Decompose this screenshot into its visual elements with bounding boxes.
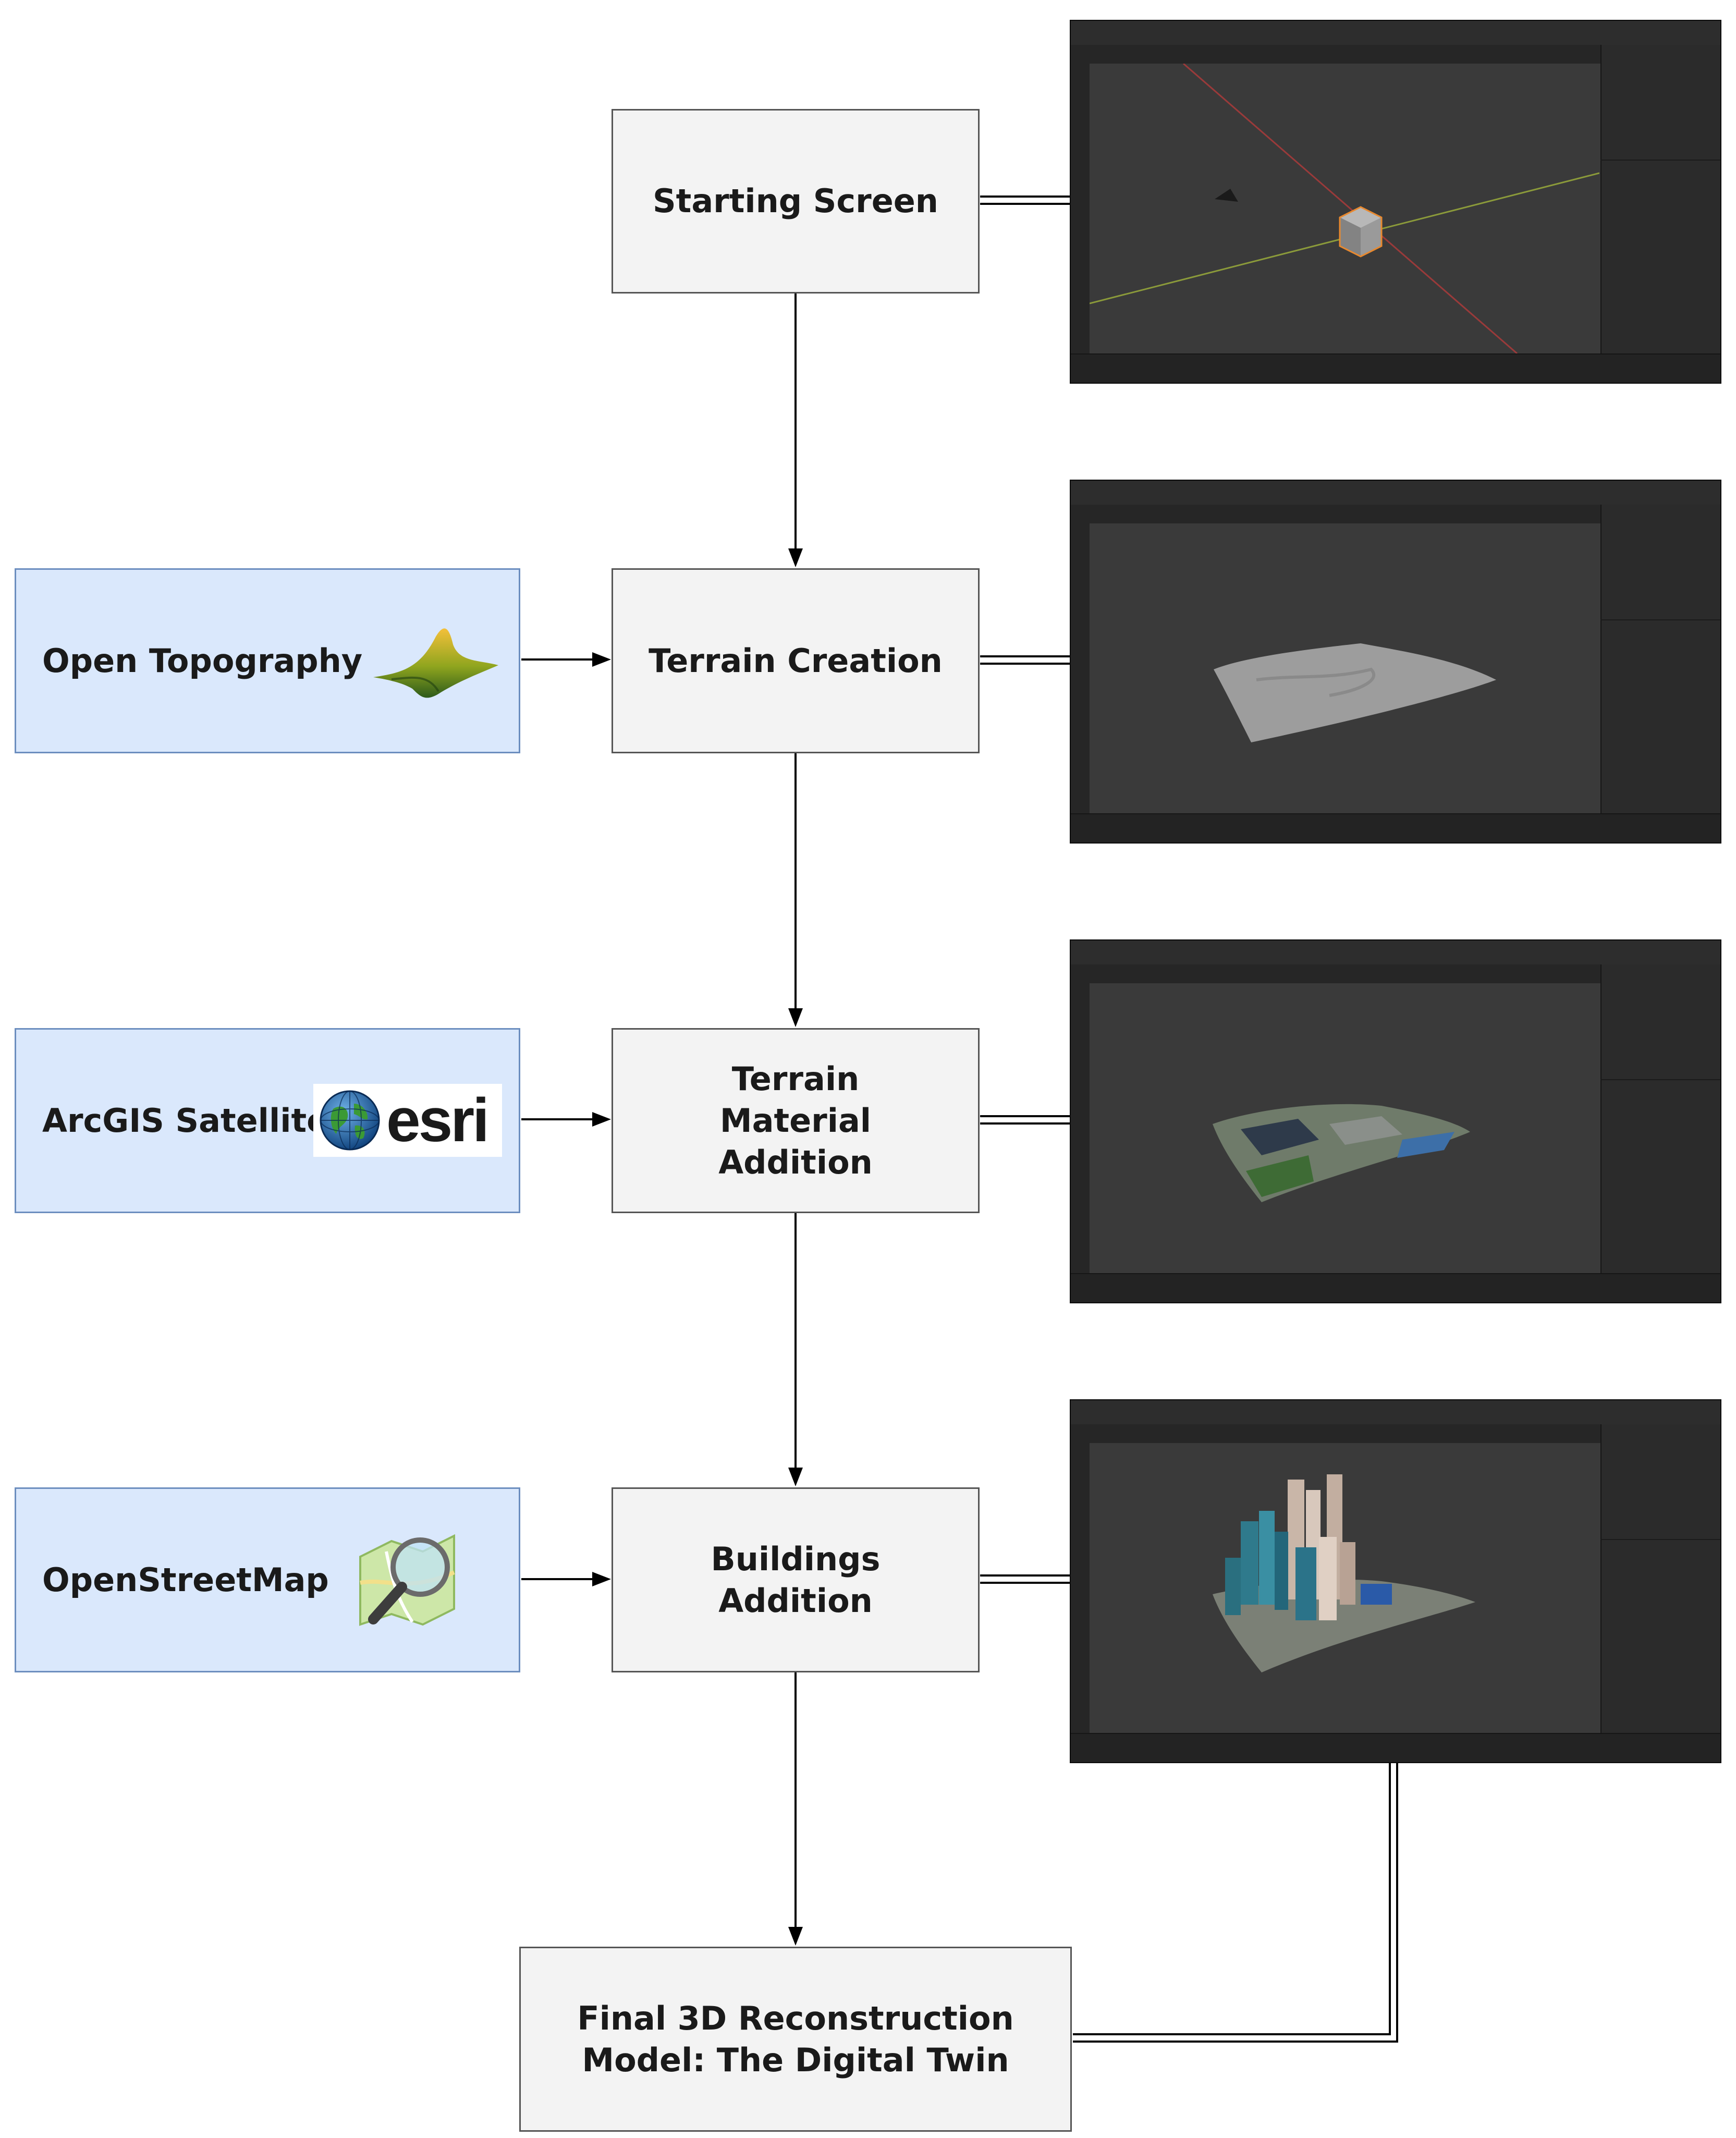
source-label: ArcGIS Satellite (42, 1102, 329, 1140)
esri-logo-text: esri (386, 1086, 490, 1155)
blender-screenshot-terrain (1070, 480, 1721, 844)
step-terrain-creation: Terrain Creation (612, 568, 980, 753)
source-label: Open Topography (42, 642, 363, 680)
blender-screenshot-material (1070, 939, 1721, 1303)
source-open-topography: Open Topography (15, 568, 520, 753)
step-label: Final 3D Reconstruction Model: The Digit… (577, 1999, 1014, 2079)
source-openstreetmap: OpenStreetMap (15, 1487, 520, 1672)
step-terrain-material: Terrain Material Addition (612, 1028, 980, 1213)
step-label: Starting Screen (653, 182, 938, 220)
step-starting-screen: Starting Screen (612, 109, 980, 294)
step-label: Buildings Addition (711, 1540, 881, 1620)
blender-screenshot-buildings (1070, 1399, 1721, 1763)
step-final-model: Final 3D Reconstruction Model: The Digit… (519, 1947, 1072, 2132)
terrain-surface-icon (373, 628, 498, 698)
blender-screenshot-starting (1070, 20, 1721, 384)
esri-logo: esri (313, 1084, 502, 1157)
step-label: Terrain Creation (649, 641, 943, 680)
source-arcgis-satellite: ArcGIS Satellite esri (15, 1028, 520, 1213)
osm-magnifier-icon (359, 1534, 455, 1626)
source-label: OpenStreetMap (42, 1561, 329, 1599)
step-label: Terrain Material Addition (718, 1059, 873, 1181)
esri-globe-icon (320, 1090, 380, 1151)
step-buildings-addition: Buildings Addition (612, 1487, 980, 1672)
